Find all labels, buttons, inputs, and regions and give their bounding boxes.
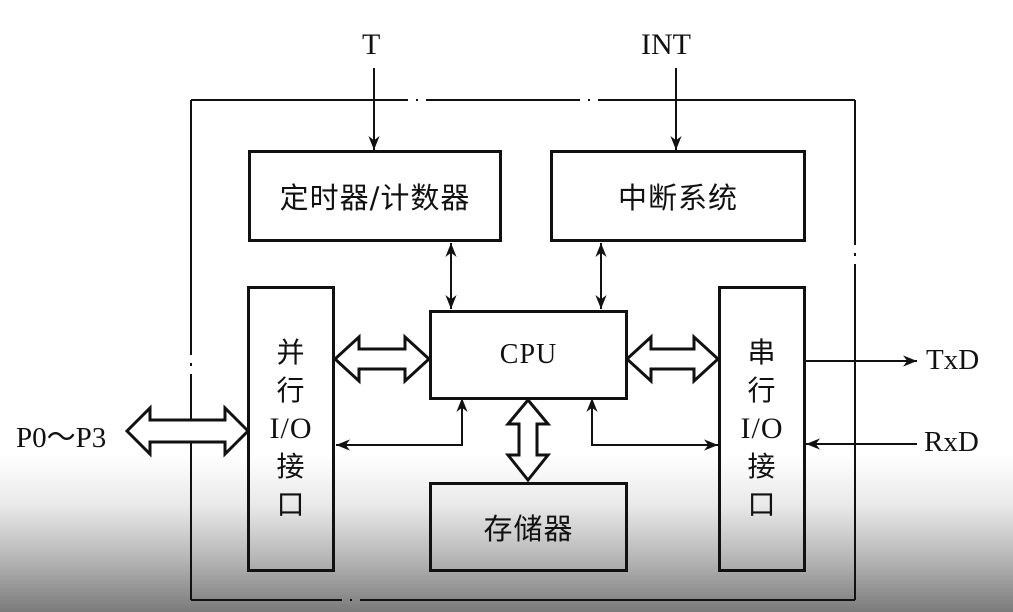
timer-counter-label: 定时器/计数器 bbox=[279, 181, 471, 215]
ports-parallel-bus bbox=[124, 404, 251, 458]
parallel-io-char: 口 bbox=[276, 488, 306, 521]
rxd-label: RxD bbox=[924, 426, 979, 458]
chip-boundary bbox=[190, 99, 856, 601]
int-signal-label: INT bbox=[641, 28, 691, 61]
memory-block: 存储器 bbox=[429, 482, 628, 572]
interrupt-system-block: 中断系统 bbox=[550, 150, 806, 242]
t-signal-label: T bbox=[362, 28, 381, 61]
serial-io-char: 接 bbox=[747, 450, 777, 483]
parallel-io-char: 行 bbox=[276, 374, 306, 407]
cpu-memory-bus bbox=[504, 397, 552, 483]
parallel-io-char: I/O bbox=[269, 412, 313, 445]
serial-io-char: 串 bbox=[747, 336, 777, 369]
txd-label: TxD bbox=[926, 344, 980, 376]
interrupt-system-label: 中断系统 bbox=[617, 181, 738, 215]
serial-io-char: I/O bbox=[740, 412, 784, 445]
parallel-io-block: 并 行 I/O 接 口 bbox=[247, 286, 335, 572]
cpu-block: CPU bbox=[429, 310, 628, 400]
cpu-label: CPU bbox=[499, 339, 558, 370]
ports-label: P0～P3 bbox=[16, 422, 107, 454]
parallel-io-char: 并 bbox=[276, 336, 306, 369]
timer-counter-block: 定时器/计数器 bbox=[248, 150, 502, 242]
parallel-cpu-bus bbox=[332, 333, 432, 385]
cpu-parallel-arrow bbox=[336, 398, 468, 451]
cpu-serial-bus bbox=[624, 333, 721, 385]
serial-io-char: 口 bbox=[747, 488, 777, 521]
cpu-serial-arrow bbox=[586, 398, 718, 451]
memory-label: 存储器 bbox=[483, 512, 574, 546]
parallel-io-char: 接 bbox=[276, 450, 306, 483]
serial-io-block: 串 行 I/O 接 口 bbox=[718, 286, 806, 572]
serial-io-char: 行 bbox=[747, 374, 777, 407]
